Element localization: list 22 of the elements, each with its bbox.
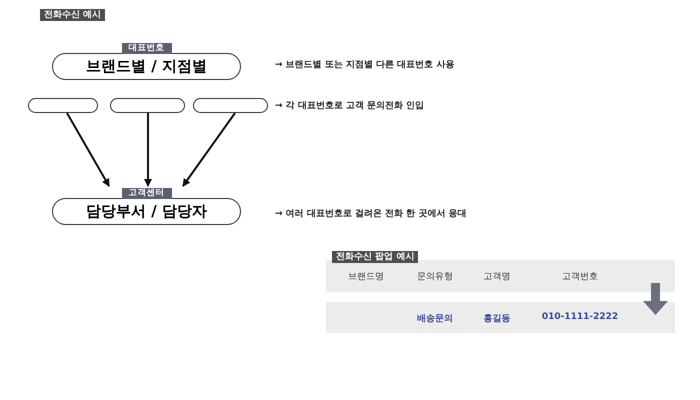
section-tag: 전화수신 팝업 예시 (332, 251, 418, 263)
table-cell-text: 홍길동 (484, 313, 510, 325)
column-header: 브랜드명 (348, 271, 384, 283)
box-title: 브랜드별 / 지점별 (86, 57, 207, 76)
table-cell-text: 배송문의 (417, 313, 453, 325)
arrow (182, 112, 236, 187)
arrow (66, 112, 110, 187)
column-header: 고객명 (484, 271, 510, 283)
empty-pill-box (110, 98, 185, 113)
side-note: → 브랜드별 또는 지점별 다른 대표번호 사용 (275, 59, 454, 71)
empty-pill-box (28, 98, 98, 113)
table-cell: 010-1111-2222 (542, 312, 618, 322)
side-note: → 각 대표번호로 고객 문의전화 인입 (275, 100, 424, 112)
column-header: 문의유형 (417, 271, 453, 283)
column-header: 고객번호 (562, 271, 598, 283)
section-tag: 전화수신 예시 (40, 9, 106, 21)
arrow (144, 113, 152, 187)
heading-tag: 고객센터 (122, 188, 172, 199)
heading-tag: 대표번호 (122, 43, 172, 54)
box-title: 담당부서 / 담당자 (86, 202, 207, 221)
empty-pill-box (193, 98, 268, 113)
side-note: → 여러 대표번호로 걸려온 전화 한 곳에서 응대 (275, 208, 466, 220)
